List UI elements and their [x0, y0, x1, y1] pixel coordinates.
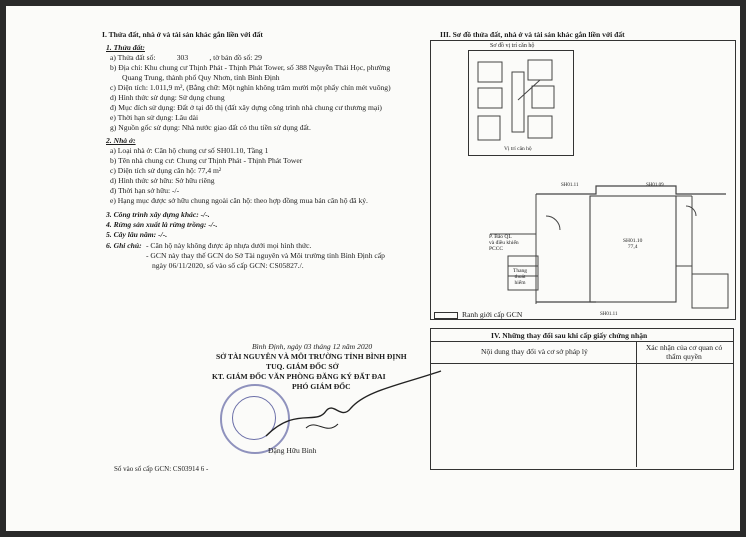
- org-office: KT. GIÁM ĐỐC VĂN PHÒNG ĐĂNG KÝ ĐẤT ĐAI: [212, 372, 386, 381]
- plan-frame: [430, 40, 736, 320]
- plan-label-top-2: SH01.09: [646, 183, 664, 188]
- changes-table: IV. Những thay đổi sau khi cấp giấy chứn…: [430, 328, 734, 470]
- house-common: e) Hạng mục được sở hữu chung ngoài căn …: [110, 196, 368, 205]
- signature: [265, 370, 442, 437]
- legend-swatch: [434, 312, 458, 319]
- signer-name: Đặng Hữu Bình: [268, 446, 317, 455]
- land-purpose: đ) Mục đích sử dụng: Đất ở tại đô thị (đ…: [110, 103, 382, 112]
- plan-label-unit: SH01.10 77,4: [623, 238, 643, 250]
- land-parcel-line: a) Thửa đất số: 303 , tờ bản đồ số: 29: [110, 53, 262, 62]
- note-b-1: - GCN này thay thế GCN do Sở Tài nguyên …: [146, 251, 385, 260]
- house-building-name: b) Tên nhà chung cư: Chung cư Thịnh Phát…: [110, 156, 303, 165]
- org-title: PHÓ GIÁM ĐỐC: [292, 382, 351, 391]
- official-seal: [220, 384, 290, 454]
- house-ownership: d) Hình thức sở hữu: Sở hữu riêng: [110, 176, 215, 185]
- org-authority: TUQ. GIÁM ĐỐC SỞ: [266, 362, 339, 371]
- house-term: đ) Thời hạn sở hữu: -/-: [110, 186, 180, 195]
- item-5: 5. Cây lâu năm: -/-.: [106, 230, 168, 239]
- changes-table-title: IV. Những thay đổi sau khi cấp giấy chứn…: [491, 331, 648, 340]
- land-title: 1. Thửa đất:: [106, 43, 145, 52]
- land-address-2: Quang Trung, thành phố Quy Nhơn, tỉnh Bì…: [122, 73, 280, 82]
- land-term: e) Thời hạn sử dụng: Lâu dài: [110, 113, 199, 122]
- land-area: c) Diện tích: 1.011,9 m², (Bằng chữ: Một…: [110, 83, 391, 92]
- site-map-box: [468, 50, 574, 156]
- book-number: Số vào sổ cấp GCN: CS03914 6 -: [114, 465, 209, 473]
- item-3: 3. Công trình xây dựng khác: -/-.: [106, 210, 210, 219]
- section-1-header: I. Thửa đất, nhà ở và tài sản khác gắn l…: [102, 30, 263, 39]
- site-caption: Sơ đồ vị trí căn hộ: [490, 43, 535, 49]
- legend-label: Ranh giới cấp GCN: [462, 310, 523, 319]
- org-name: SỞ TÀI NGUYÊN VÀ MÔI TRƯỜNG TỈNH BÌNH ĐỊ…: [216, 352, 407, 361]
- note-b-2: ngày 06/11/2020, số vào sổ cấp GCN: CS05…: [152, 261, 304, 270]
- land-address-1: b) Địa chỉ: Khu chung cư Thịnh Phát - Th…: [110, 63, 391, 72]
- plan-label-control-room: P. Bảo QL và điều khiển PCCC: [489, 234, 519, 252]
- certificate-page: I. Thửa đất, nhà ở và tài sản khác gắn l…: [6, 6, 740, 531]
- land-origin: g) Nguồn gốc sử dụng: Nhà nước giao đất …: [110, 123, 311, 132]
- plan-label-bottom: SH01.11: [600, 312, 618, 317]
- house-area: c) Diện tích sử dụng căn hộ: 77,4 m²: [110, 166, 222, 175]
- item-6-label: 6. Ghi chú:: [106, 241, 142, 250]
- house-title: 2. Nhà ở:: [106, 136, 136, 145]
- col-header-content: Nội dung thay đổi và cơ sở pháp lý: [481, 347, 588, 356]
- site-map-drawing: [477, 59, 555, 141]
- section-3-header: III. Sơ đồ thửa đất, nhà ở và tài sản kh…: [440, 30, 625, 39]
- site-sub: Vị trí căn hộ: [504, 146, 532, 152]
- plan-label-stair: Thang thoát hiểm: [513, 268, 528, 286]
- col-header-confirm: Xác nhận của cơ quan có thẩm quyền: [645, 343, 723, 361]
- floor-plan: [490, 185, 729, 309]
- official-seal-inner: [232, 396, 276, 440]
- item-4: 4. Rừng sản xuất là rừng trồng: -/-.: [106, 220, 218, 229]
- issue-date: Bình Định, ngày 03 tháng 12 năm 2020: [252, 342, 373, 351]
- house-type: a) Loại nhà ở: Căn hộ chung cư số SH01.1…: [110, 146, 269, 155]
- land-usage-form: d) Hình thức sử dụng: Sử dụng chung: [110, 93, 225, 102]
- note-a: - Căn hộ này không được áp nhựa dưới mọi…: [146, 241, 312, 250]
- plan-label-top-1: SH01.11: [561, 183, 579, 188]
